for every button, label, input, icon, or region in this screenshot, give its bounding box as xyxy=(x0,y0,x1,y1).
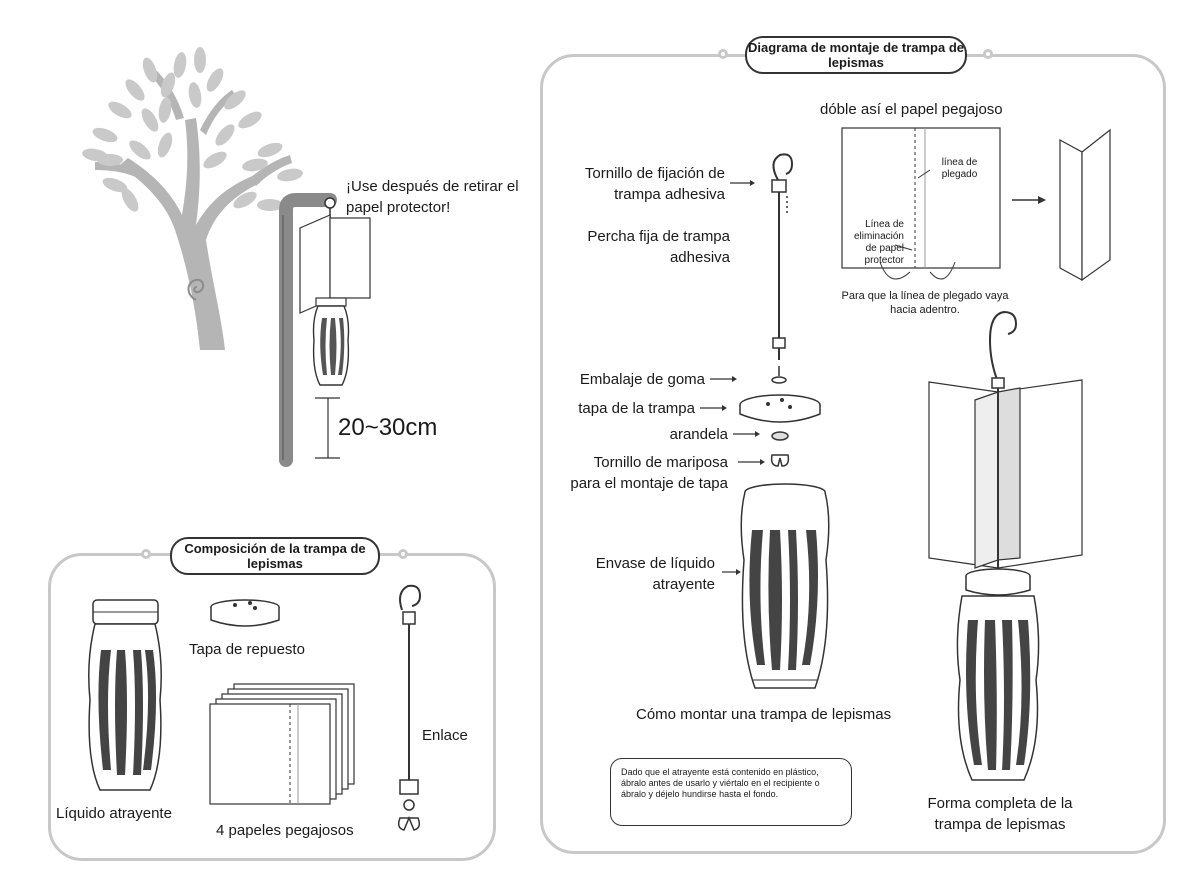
assembly-title: Diagrama de montaje de trampa de lepisma… xyxy=(745,36,967,74)
attractant-note-text: Dado que el atrayente está contenido en … xyxy=(621,767,820,799)
screw-label: Tornillo de fijación de trampa adhesiva xyxy=(584,165,725,203)
height-dimension-label: 20~30cm xyxy=(338,414,438,441)
attractant-note-box: Dado que el atrayente está contenido en … xyxy=(610,758,852,826)
composition-title: Composición de la trampa de lepismas xyxy=(170,537,380,575)
spare-cap-label: Tapa de repuesto xyxy=(189,641,305,658)
removal-line-label: Línea de eliminación de papel protector xyxy=(853,219,904,266)
panel-connector-dot xyxy=(983,49,993,59)
gasket-label: Embalaje de goma xyxy=(579,371,705,388)
use-instruction-caption: ¡Use después de retirar el papel protect… xyxy=(346,178,519,216)
sticky-papers-label: 4 papeles pegajosos xyxy=(216,822,354,839)
lid-label: tapa de la trampa xyxy=(578,400,695,417)
fold-instruction-title: dóble así el papel pegajoso xyxy=(820,101,1003,118)
how-to-assemble-caption: Cómo montar una trampa de lepismas xyxy=(636,706,892,723)
container-label: Envase de líquido atrayente xyxy=(595,555,715,593)
hanger-label: Percha fija de trampa adhesiva xyxy=(587,228,730,266)
fold-direction-note: Para que la línea de plegado vaya hacia … xyxy=(841,290,1009,316)
liquid-attractant-label: Líquido atrayente xyxy=(56,805,172,822)
panel-connector-dot xyxy=(718,49,728,59)
link-label: Enlace xyxy=(422,727,468,744)
fold-line-label: línea de plegado xyxy=(941,157,978,180)
complete-trap-caption: Forma completa de la trampa de lepismas xyxy=(927,795,1073,833)
panel-connector-dot xyxy=(141,549,151,559)
panel-connector-dot xyxy=(398,549,408,559)
washer-label: arandela xyxy=(669,426,728,443)
wingnut-label: Tornillo de mariposa para el montaje de … xyxy=(570,454,728,492)
